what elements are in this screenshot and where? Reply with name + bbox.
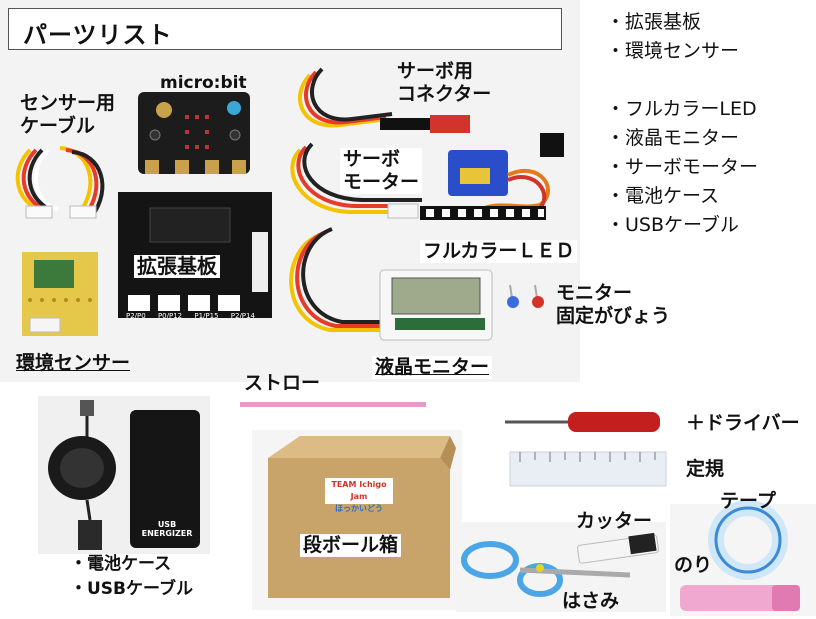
pin-label: P2/P0	[126, 312, 146, 320]
side-list-item: ・サーボモーター	[606, 156, 759, 178]
label-screwdriver: ＋ドライバー	[686, 412, 800, 434]
label-lcd-monitor: 液晶モニター	[372, 356, 493, 379]
label-expansion-board: 拡張基板	[134, 255, 220, 278]
scissors-photo-bg	[456, 522, 666, 612]
label-sensor-cable: センサー用 ケーブル	[20, 92, 116, 137]
pin-label: P1/P15	[194, 312, 219, 320]
cutter-image	[577, 532, 659, 564]
title-box: パーツリスト	[8, 8, 562, 50]
screwdriver-image	[505, 412, 660, 432]
usb-cable-image	[48, 400, 116, 550]
label-straw: ストロー	[244, 372, 321, 394]
side-list-item: ・USBケーブル	[606, 214, 739, 236]
label-servo-connector: サーボ用 コネクター	[397, 60, 492, 105]
straw-image	[240, 402, 426, 407]
label-ruler: 定規	[686, 458, 725, 480]
servo-motor-image	[448, 133, 564, 212]
battery-list: ・電池ケース ・USBケーブル	[70, 552, 193, 602]
led-strip-image	[420, 206, 546, 220]
label-scissors: はさみ	[562, 590, 620, 612]
servo-connector-image	[298, 67, 470, 133]
microbit-image	[138, 92, 250, 174]
label-env-sensor: 環境センサー	[16, 352, 131, 374]
glue-stick-image	[680, 585, 800, 611]
box-sticker-line1: TEAM Ichigo Jam	[331, 480, 387, 501]
label-microbit: micro:bit	[160, 73, 247, 93]
push-pin-image	[507, 284, 544, 308]
scissors-image	[461, 541, 631, 597]
box-sticker-line2: ほっかいどう	[335, 504, 383, 513]
lcd-monitor-image	[379, 269, 493, 341]
label-cutter: カッター	[576, 510, 653, 532]
battery-list-item: ・USBケーブル	[70, 579, 193, 599]
label-monitor-pin: モニター 固定がびょう	[556, 282, 671, 327]
sensor-cable-image	[15, 146, 105, 219]
label-full-color-led: フルカラーＬＥＤ	[420, 240, 578, 263]
side-list-item: ・フルカラーLED	[606, 98, 757, 120]
battery-case-image	[130, 410, 200, 548]
box-sticker: TEAM Ichigo Jam ほっかいどう	[325, 479, 393, 515]
tape-image	[708, 500, 788, 580]
lcd-cable-image	[289, 227, 412, 332]
ruler-image	[509, 451, 667, 487]
pin-label: P0/P12	[157, 312, 183, 320]
pin-label: P2/P14	[230, 312, 255, 320]
label-tape: テープ	[720, 490, 776, 512]
label-cardboard-box: 段ボール箱	[300, 534, 402, 557]
board-pin-labels: P2/P0 P0/P12 P1/P15 P2/P14	[126, 312, 255, 320]
parts-side-list: ・拡張基板 ・環境センサー ・フルカラーLED ・液晶モニター ・サーボモーター…	[606, 8, 758, 240]
side-list-item: ・環境センサー	[606, 40, 740, 62]
side-list-item: ・電池ケース	[606, 185, 720, 207]
side-list-item: ・液晶モニター	[606, 127, 740, 149]
env-sensor-image	[22, 252, 98, 336]
label-glue: のり	[674, 554, 713, 576]
label-servo-motor: サーボ モーター	[340, 148, 423, 194]
side-list-item: ・拡張基板	[606, 11, 702, 33]
page-title: パーツリスト	[23, 21, 173, 49]
battery-list-item: ・電池ケース	[70, 554, 172, 574]
battery-label: USB ENERGIZER	[141, 520, 193, 538]
cardboard-box-image	[268, 436, 456, 598]
servo-cable-image	[290, 142, 422, 219]
